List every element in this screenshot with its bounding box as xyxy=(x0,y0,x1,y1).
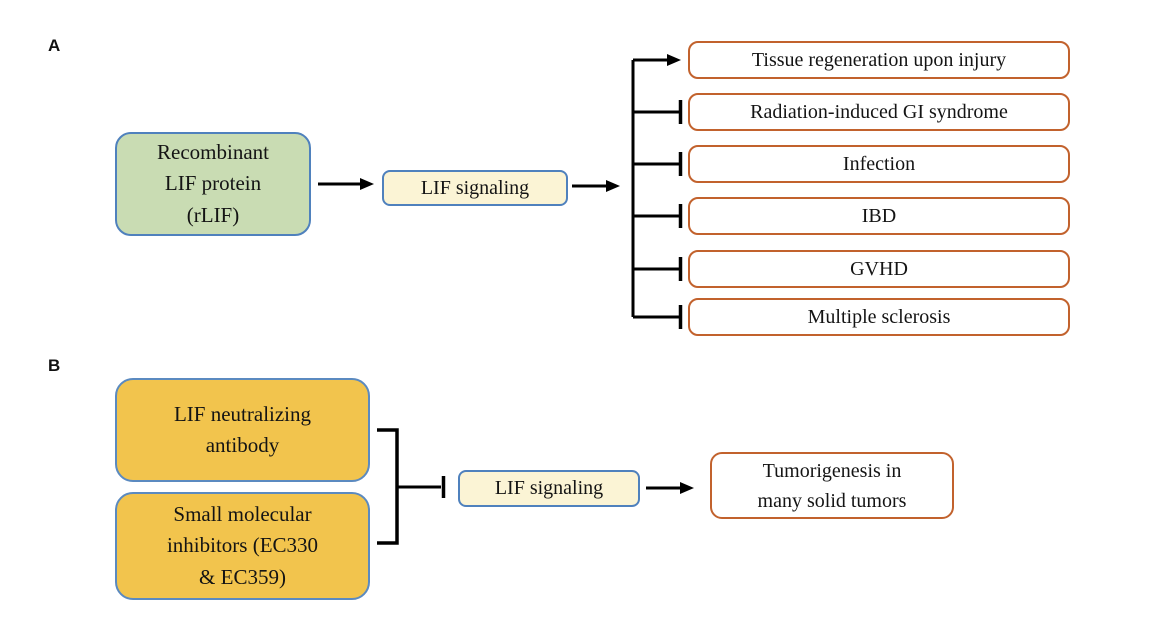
panel-a-label: A xyxy=(48,36,61,55)
node-outcome-radiation-gi-syndrome: Radiation-induced GI syndrome xyxy=(688,93,1070,131)
inhibition-bar-lif-signaling xyxy=(397,476,446,498)
node-small-molecular-inhibitors: Small molecular inhibitors (EC330 & EC35… xyxy=(115,492,370,600)
node-outcome-tissue-regeneration: Tissue regeneration upon injury xyxy=(688,41,1070,79)
inhibition-bar-radiation-gi-syndrome xyxy=(633,100,683,124)
arrow-rlif-to-lif-signaling xyxy=(318,178,374,190)
node-lif-signaling-a: LIF signaling xyxy=(382,170,568,206)
activation-arrow-tissue-regeneration xyxy=(633,54,681,66)
panel-b-label: B xyxy=(48,356,61,375)
inhibition-bar-multiple-sclerosis xyxy=(633,305,683,329)
node-outcome-infection: Infection xyxy=(688,145,1070,183)
node-lif-neutralizing-antibody: LIF neutralizing antibody xyxy=(115,378,370,482)
arrow-lif-signaling-to-branches xyxy=(572,180,620,192)
node-recombinant-lif-protein: Recombinant LIF protein (rLIF) xyxy=(115,132,311,236)
inhibition-bar-infection xyxy=(633,152,683,176)
node-outcome-gvhd: GVHD xyxy=(688,250,1070,288)
inhibition-bar-ibd xyxy=(633,204,683,228)
node-outcome-multiple-sclerosis: Multiple sclerosis xyxy=(688,298,1070,336)
node-tumorigenesis: Tumorigenesis in many solid tumors xyxy=(710,452,954,519)
node-lif-signaling-b: LIF signaling xyxy=(458,470,640,507)
node-outcome-ibd: IBD xyxy=(688,197,1070,235)
inhibition-bar-gvhd xyxy=(633,257,683,281)
bracket-join-inhibitors xyxy=(377,428,399,545)
arrow-lif-signaling-to-tumorigenesis xyxy=(646,482,694,494)
